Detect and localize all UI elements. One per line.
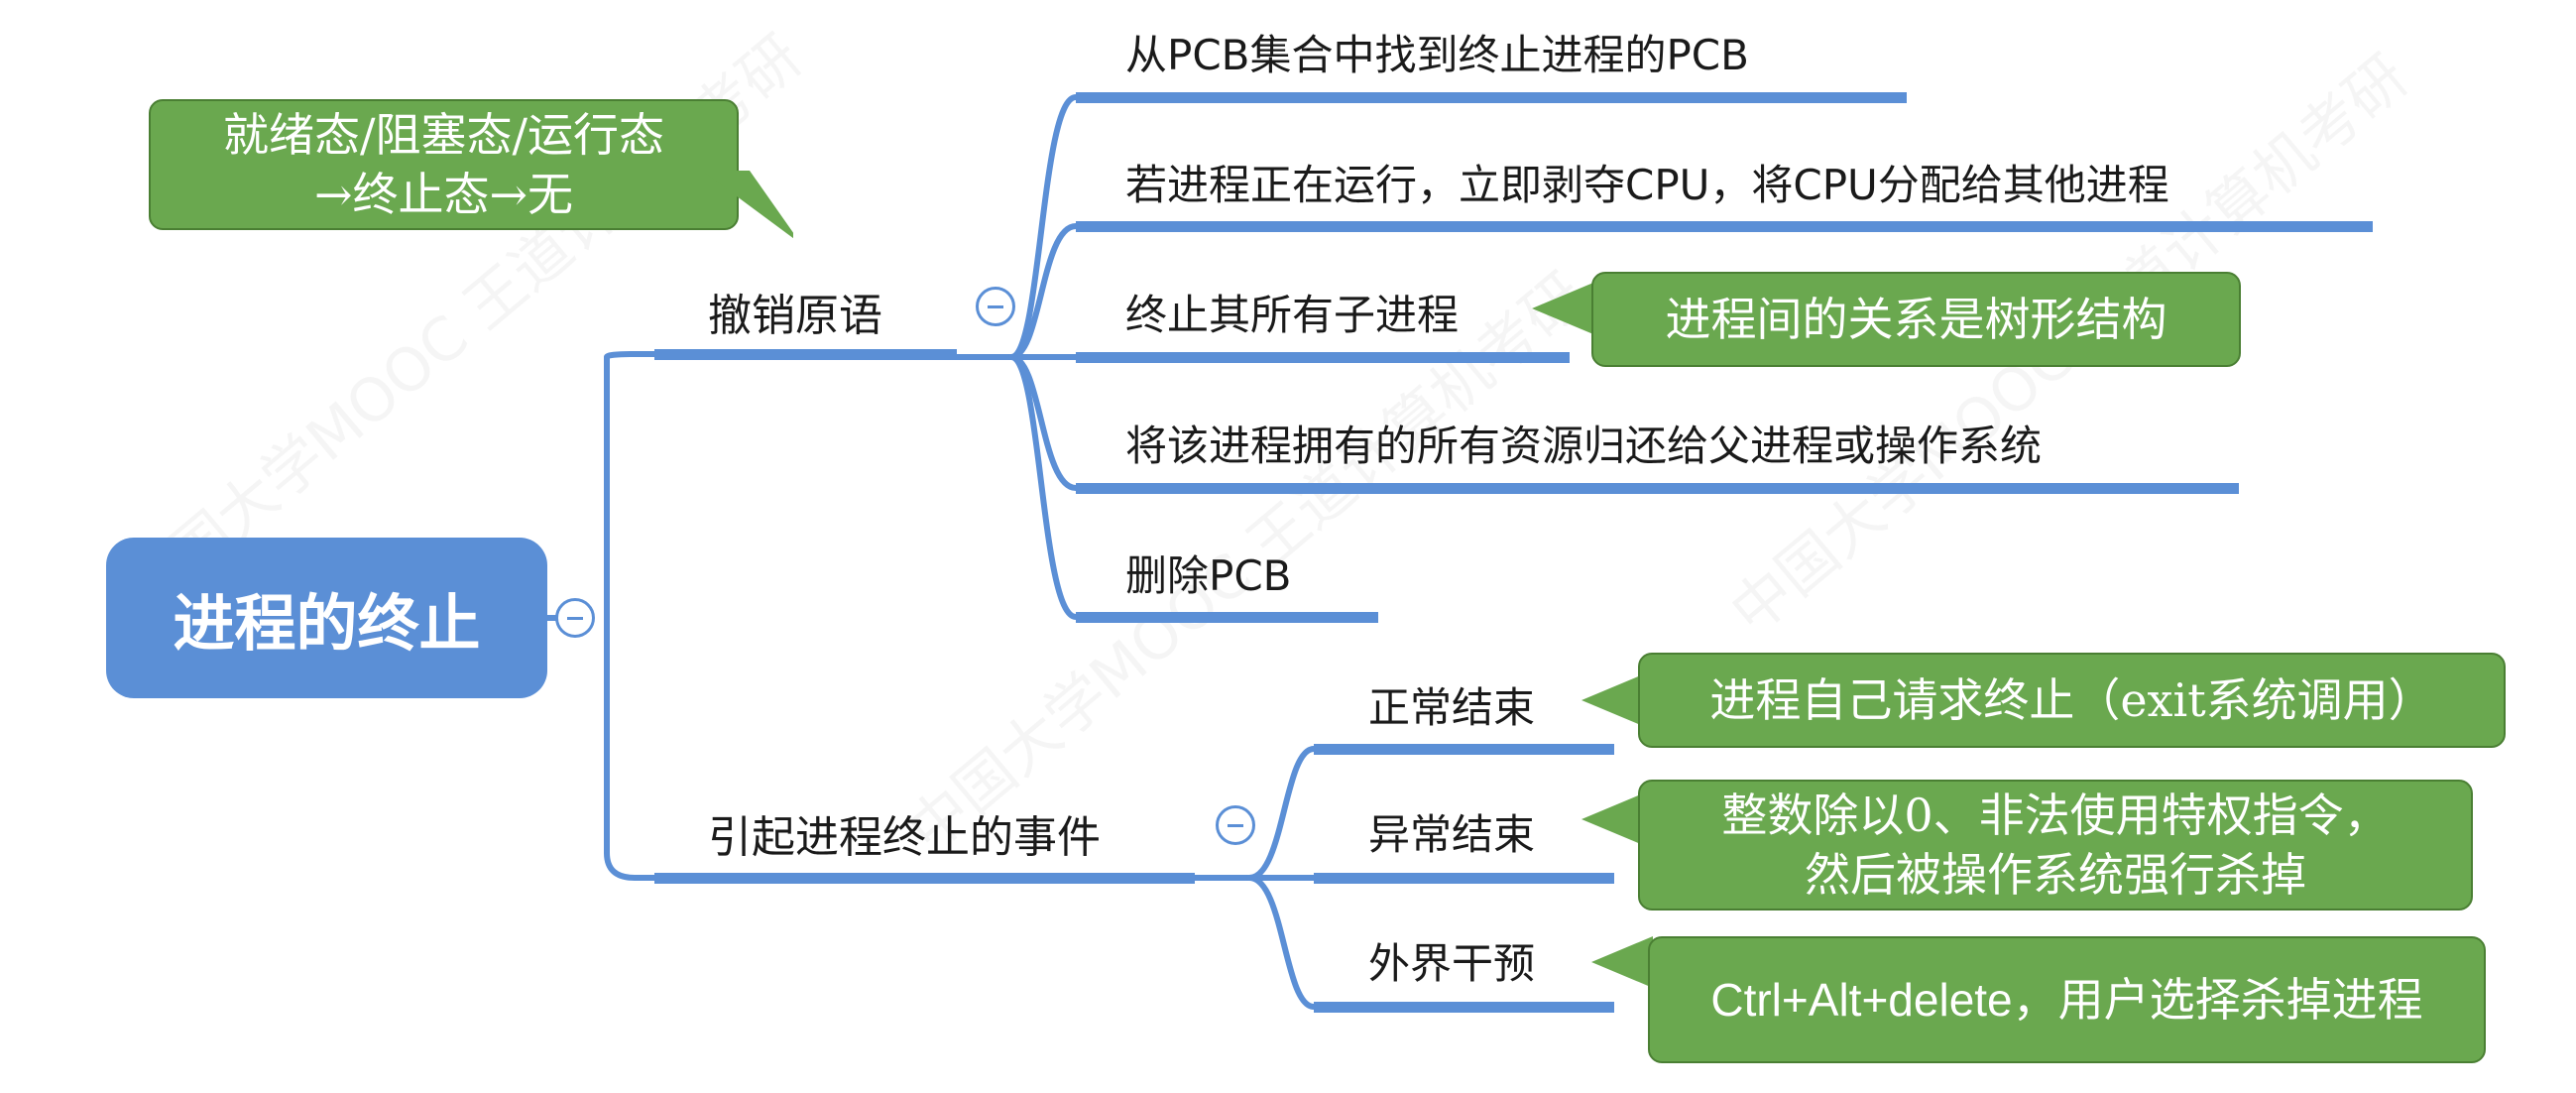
revoke-step-3[interactable]: 终止其所有子进程 [1125, 291, 1460, 339]
collapse-events-toggle[interactable] [1216, 805, 1255, 845]
revoke-step-4[interactable]: 将该进程拥有的所有资源归还给父进程或操作系统 [1125, 422, 2043, 470]
callout-tree-tail [1532, 283, 1593, 334]
revoke-step-1-underline [1076, 92, 1907, 103]
callout-abnormal-end: 整数除以0、非法使用特权指令， 然后被操作系统强行杀掉 [1638, 780, 2473, 911]
callout-state-line-2: →终止态→无 [313, 168, 574, 221]
callout-abnormal-line-1: 整数除以0、非法使用特权指令， [1721, 789, 2390, 842]
callout-tree-text: 进程间的关系是树形结构 [1665, 293, 2167, 346]
event-abnormal-end[interactable]: 异常结束 [1368, 810, 1536, 859]
revoke-step-2[interactable]: 若进程正在运行，立即剥夺CPU，将CPU分配给其他进程 [1125, 161, 2169, 209]
callout-normal-tail [1581, 674, 1643, 726]
branch-events-underline [654, 873, 1195, 884]
revoke-step-5[interactable]: 删除PCB [1125, 551, 1292, 600]
revoke-step-3-underline [1076, 352, 1570, 363]
event-external-underline [1314, 1002, 1614, 1013]
callout-external-tail [1591, 936, 1653, 988]
callout-abnormal-line-2: 然后被操作系统强行杀掉 [1805, 848, 2306, 902]
callout-abnormal-tail [1581, 793, 1643, 845]
callout-state-line-1: 就绪态/阻塞态/运行态 [223, 108, 664, 162]
event-normal-end[interactable]: 正常结束 [1368, 683, 1536, 732]
branch-events-label[interactable]: 引起进程终止的事件 [708, 812, 1101, 863]
root-node[interactable]: 进程的终止 [106, 538, 547, 698]
callout-tree-relationship: 进程间的关系是树形结构 [1591, 272, 2241, 367]
callout-state-transition: 就绪态/阻塞态/运行态 →终止态→无 [149, 99, 739, 230]
callout-normal-text: 进程自己请求终止（exit系统调用） [1709, 673, 2434, 727]
revoke-step-2-underline [1076, 221, 2373, 232]
collapse-root-toggle[interactable] [555, 598, 595, 638]
revoke-step-4-underline [1076, 483, 2239, 494]
callout-normal-end: 进程自己请求终止（exit系统调用） [1638, 653, 2506, 748]
branch-revoke-label[interactable]: 撤销原语 [708, 291, 882, 341]
revoke-step-5-underline [1076, 612, 1378, 623]
callout-external-text: Ctrl+Alt+delete，用户选择杀掉进程 [1710, 974, 2423, 1026]
event-abnormal-underline [1314, 873, 1614, 884]
callout-external-intervention: Ctrl+Alt+delete，用户选择杀掉进程 [1648, 936, 2486, 1063]
event-normal-underline [1314, 744, 1614, 755]
branch-revoke-underline [654, 349, 957, 360]
collapse-revoke-toggle[interactable] [976, 287, 1015, 326]
revoke-step-1[interactable]: 从PCB集合中找到终止进程的PCB [1125, 31, 1749, 79]
event-external-intervention[interactable]: 外界干预 [1368, 939, 1536, 988]
callout-state-tail [702, 171, 793, 239]
